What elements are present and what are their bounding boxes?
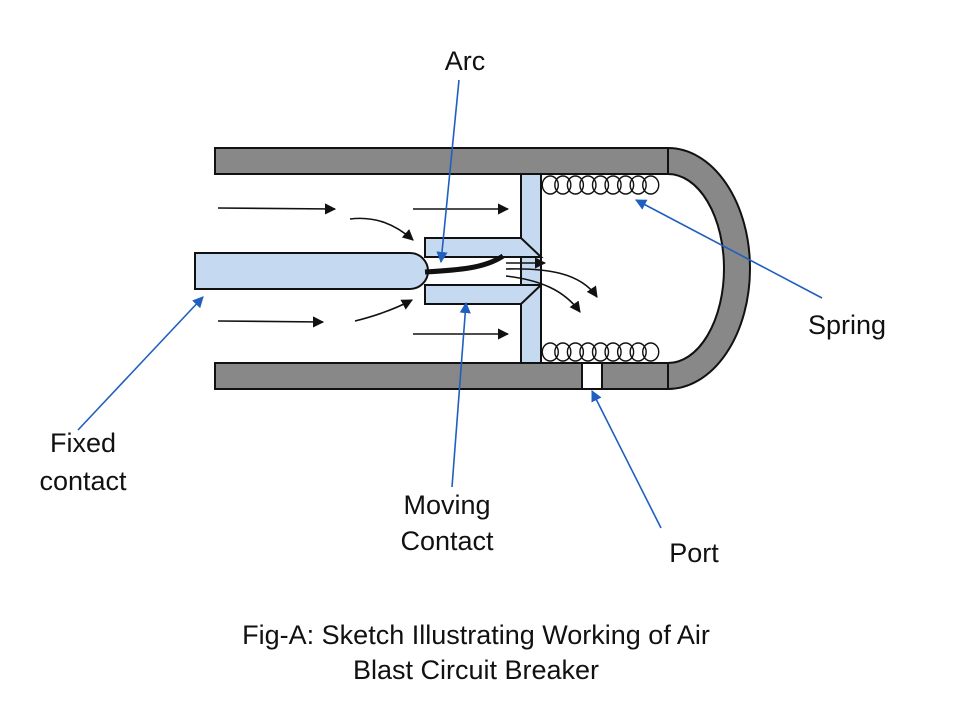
port-leader — [591, 389, 662, 529]
spring-coil — [554, 342, 572, 362]
spring-coil — [579, 342, 597, 362]
spring-coil — [604, 175, 622, 195]
arc-leader — [436, 79, 460, 264]
spring-coil — [642, 175, 660, 195]
port-label: Port — [669, 538, 719, 568]
spring-coil — [579, 175, 597, 195]
leader-lines — [77, 79, 823, 529]
spring-coil — [566, 175, 585, 195]
spring-coil — [616, 175, 635, 195]
port — [581, 362, 603, 390]
moving-contact-leader — [451, 301, 471, 488]
flow-arrow — [505, 268, 598, 298]
arc — [424, 253, 505, 275]
spring-coil — [629, 342, 647, 362]
moving-contact-label: Contact — [400, 526, 494, 556]
spring-coil — [616, 342, 635, 362]
spring-coil — [591, 342, 610, 362]
flow-arrow — [217, 316, 325, 328]
spring-coil — [554, 175, 572, 195]
fixed-contact-leader — [77, 296, 204, 431]
spring-coil — [566, 342, 585, 362]
arc-label: Arc — [445, 46, 486, 76]
spring-coil — [541, 175, 559, 195]
fixed-contact-label: Fixed — [50, 428, 116, 458]
spring-coil — [629, 175, 647, 195]
fixed-contact — [194, 252, 429, 290]
upper-contact-jaw — [424, 237, 544, 258]
spring-coil — [604, 342, 622, 362]
spring-label: Spring — [808, 310, 886, 340]
spring-coil — [591, 175, 610, 195]
curved-end-wall — [667, 146, 751, 391]
fixed-contact-label: contact — [39, 466, 127, 496]
figure-caption: Fig-A: Sketch Illustrating Working of Ai… — [242, 620, 710, 650]
lower-spring — [541, 342, 660, 362]
flow-arrow — [505, 275, 581, 313]
spring-coil — [541, 342, 559, 362]
spring-coil — [642, 342, 660, 362]
top-wall — [214, 147, 669, 175]
chamber — [214, 146, 751, 391]
flow-arrow — [349, 217, 414, 241]
lower-contact-jaw — [424, 284, 544, 305]
air-flow-arrows — [217, 203, 598, 340]
flow-arrow — [354, 299, 413, 322]
flow-arrow — [217, 203, 337, 215]
figure-caption: Blast Circuit Breaker — [353, 655, 599, 685]
moving-contact-label: Moving — [403, 490, 490, 520]
spring-leader — [635, 199, 823, 299]
upper-spring — [541, 175, 660, 195]
